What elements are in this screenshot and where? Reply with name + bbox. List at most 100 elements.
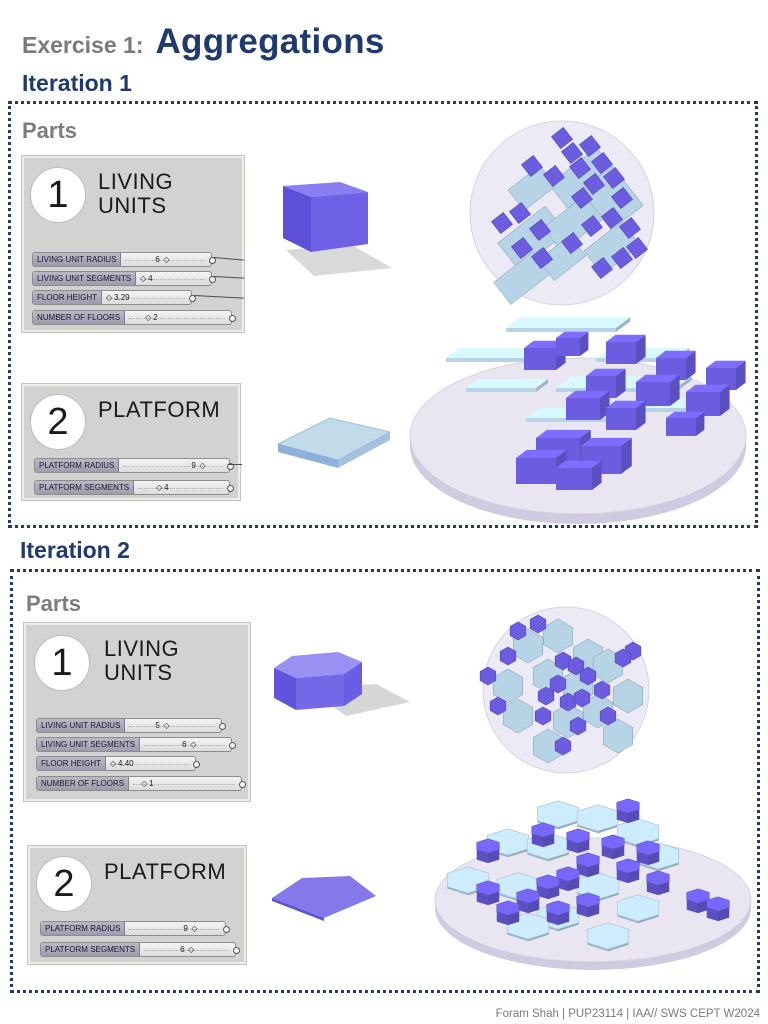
slider-number-of-floors[interactable]: NUMBER OF FLOORS ◇1 (36, 776, 246, 791)
iteration-1-aggregation-perspective (409, 317, 747, 524)
platform-slab-side (616, 317, 631, 332)
slider-output-grip[interactable] (229, 742, 236, 749)
living-unit-hex-side (576, 903, 588, 918)
slider-living-unit-segments[interactable]: LIVING UNIT SEGMENTS ◇4 (32, 271, 216, 286)
slider-output-grip[interactable] (209, 276, 216, 283)
platform-hex-side (608, 942, 629, 952)
living-unit-hex-side (616, 869, 628, 884)
slider-output-grip[interactable] (209, 257, 216, 264)
living-unit-hex (593, 680, 611, 700)
living-unit-hex-side (718, 907, 730, 922)
living-unit-hex-top (646, 870, 670, 886)
slider-label: PLATFORM RADIUS (41, 922, 126, 935)
living-unit-block (528, 218, 552, 242)
living-unit-block-top (606, 334, 646, 342)
living-unit-hex-side (628, 809, 640, 824)
slider-label: FLOOR HEIGHT (37, 757, 107, 770)
exercise-title: Aggregations (155, 22, 385, 61)
slider-number-of-floors[interactable]: NUMBER OF FLOORS ◇2 (32, 310, 236, 325)
slider-output-grip[interactable] (227, 485, 234, 492)
living-unit-hex-top (531, 822, 555, 838)
living-unit-hex-top (476, 838, 500, 854)
living-unit-block (582, 172, 606, 196)
slider-output-grip[interactable] (219, 723, 226, 730)
living-unit-block (602, 166, 626, 190)
slider-platform-segments[interactable]: PLATFORM SEGMENTS 6◇ (40, 942, 240, 957)
slider-output-grip[interactable] (193, 761, 200, 768)
platform-hex-side (548, 852, 569, 862)
living-unit-block (578, 134, 602, 158)
living-unit-block-top (556, 460, 602, 468)
slider-platform-segments[interactable]: PLATFORM SEGMENTS ◇4 (34, 480, 234, 495)
part-number-badge: 2 (30, 394, 86, 450)
slider-output-grip[interactable] (227, 463, 234, 470)
living-unit-hex-side (546, 911, 558, 926)
iteration-1-platform-panel: 2 PLATFORM PLATFORM RADIUS 9◇ PLATFORM S… (22, 384, 240, 500)
platform-slab-front (506, 328, 616, 332)
panel-title-line-2: UNITS (98, 193, 167, 218)
slider-platform-radius[interactable]: PLATFORM RADIUS 9◇ (40, 921, 230, 936)
slider-output-grip[interactable] (189, 295, 196, 302)
living-unit-block-front (556, 338, 580, 356)
living-unit-hex-top (546, 900, 570, 916)
living-unit-block-top (516, 449, 567, 458)
living-unit-hex-top (636, 840, 660, 856)
living-unit-block-front (524, 348, 556, 370)
slider-living-unit-radius[interactable]: LIVING UNIT RADIUS 6◇ (32, 252, 216, 267)
living-unit-hex (499, 646, 517, 666)
living-unit-hex (479, 666, 497, 686)
slider-output-grip[interactable] (233, 947, 240, 954)
living-unit-hex (509, 621, 527, 641)
slider-living-unit-radius[interactable]: LIVING UNIT RADIUS 5◇ (36, 718, 226, 733)
living-unit-hex (579, 666, 597, 686)
slider-value: 2 (153, 313, 158, 322)
slider-living-unit-segments[interactable]: LIVING UNIT SEGMENTS 6◇ (36, 737, 236, 752)
living-unit-block-side (636, 400, 646, 430)
iteration-2-aggregation-perspective (434, 798, 752, 970)
living-unit-hex-side (648, 851, 660, 866)
living-unit-hex-side (548, 885, 560, 900)
living-unit-hex (554, 736, 572, 756)
platform-slab-top (446, 348, 550, 358)
platform-hex-side (587, 942, 608, 952)
slider-output-grip[interactable] (239, 781, 246, 788)
living-unit-block-front (636, 382, 670, 406)
living-unit-block (508, 201, 532, 225)
part-number-badge: 1 (30, 167, 86, 223)
living-unit-hex-top (686, 888, 710, 904)
living-unit-hex (554, 651, 572, 671)
slider-label: NUMBER OF FLOORS (37, 777, 130, 790)
living-unit-block (560, 141, 584, 165)
living-unit-block-top (706, 360, 746, 368)
living-unit-hex (537, 686, 555, 706)
platform-hex-top (536, 800, 580, 828)
living-unit-hex-top (601, 834, 625, 850)
living-unit-hex-top (556, 866, 580, 882)
living-unit-hex-top (706, 896, 730, 912)
living-unit-hex-side (706, 907, 718, 922)
living-unit-hex-side (496, 911, 508, 926)
slider-value: 4 (148, 274, 153, 283)
slider-platform-radius[interactable]: PLATFORM RADIUS 9◇ (34, 458, 234, 473)
slider-label: LIVING UNIT RADIUS (37, 719, 126, 732)
living-unit-block-top (666, 411, 705, 418)
platform-hex-side (497, 892, 518, 902)
slider-output-grip[interactable] (229, 315, 236, 322)
cube-right-face (311, 192, 368, 252)
slider-value: 9 (191, 461, 196, 470)
slider-label: PLATFORM SEGMENTS (41, 943, 141, 956)
living-unit-hex-top (576, 892, 600, 908)
living-unit-hex-side (658, 881, 670, 896)
hex-face-3 (344, 662, 362, 706)
pentagon-platform-model (272, 876, 376, 921)
living-unit-hex-side (613, 845, 625, 860)
slider-value: 1 (149, 779, 154, 788)
platform-slab-side (536, 379, 548, 392)
living-unit-block-side (670, 374, 680, 406)
living-unit-block-front (566, 398, 600, 420)
living-unit-hex-side (476, 891, 488, 906)
slider-floor-height[interactable]: FLOOR HEIGHT ◇3.29 (32, 290, 196, 305)
slider-floor-height[interactable]: FLOOR HEIGHT ◇4.40 (36, 756, 200, 771)
living-unit-hex-side (568, 877, 580, 892)
slider-output-grip[interactable] (223, 926, 230, 933)
